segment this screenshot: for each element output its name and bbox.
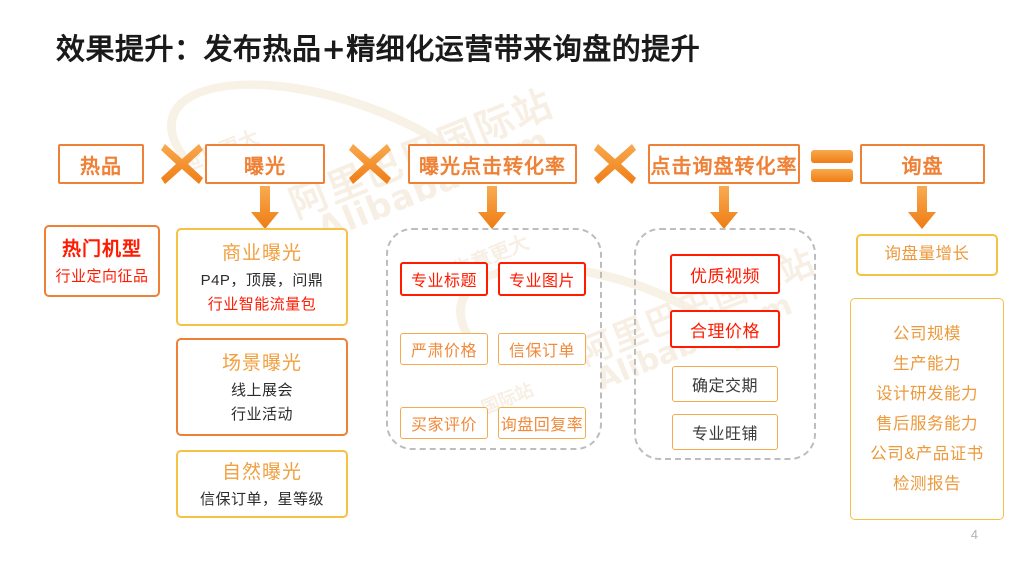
pill-quality-video[interactable]: 优质视频 <box>670 254 780 294</box>
pill-professional-title[interactable]: 专业标题 <box>400 262 488 296</box>
list-item: 公司规模 <box>893 324 961 343</box>
group-click-inquiry-rate <box>634 228 816 460</box>
pill-professional-image[interactable]: 专业图片 <box>498 262 586 296</box>
card-scene-exposure-line-1: 线上展会 <box>230 382 293 400</box>
formula-term-exposure-click-rate[interactable]: 曝光点击转化率 <box>408 144 577 184</box>
card-hot-model-title: 热门机型 <box>61 238 142 260</box>
pill-buyer-review[interactable]: 买家评价 <box>400 407 488 439</box>
formula-row: 热品 曝光 曝光点击转化率 点击询盘转化率 <box>0 144 1024 186</box>
card-natural-exposure-title: 自然曝光 <box>221 461 302 483</box>
multiply-icon-3 <box>590 140 640 188</box>
list-item: 公司&产品证书 <box>870 445 984 464</box>
card-hot-model-line-1: 行业定向征品 <box>55 267 149 285</box>
card-hot-model[interactable]: 热门机型 行业定向征品 <box>44 225 160 297</box>
pill-serious-price[interactable]: 严肃价格 <box>400 333 488 365</box>
list-item: 设计研发能力 <box>876 384 978 403</box>
group-exposure-click-rate <box>386 228 602 450</box>
page-number: 4 <box>970 527 978 542</box>
formula-term-click-inquiry-rate[interactable]: 点击询盘转化率 <box>648 144 800 184</box>
card-commercial-exposure-line-1: P4P，顶展，问鼎 <box>200 272 324 290</box>
card-scene-exposure[interactable]: 场景曝光 线上展会 行业活动 <box>176 338 348 436</box>
card-scene-exposure-title: 场景曝光 <box>221 353 302 375</box>
card-natural-exposure[interactable]: 自然曝光 信保订单，星等级 <box>176 450 348 518</box>
card-scene-exposure-line-2: 行业活动 <box>230 405 293 423</box>
formula-term-inquiry[interactable]: 询盘 <box>860 144 985 184</box>
card-natural-exposure-line-1: 信保订单，星等级 <box>199 490 324 508</box>
list-item: 生产能力 <box>893 354 961 373</box>
down-arrow-inquiry <box>907 186 937 230</box>
equals-icon <box>808 146 858 194</box>
pill-inquiry-reply-rate[interactable]: 询盘回复率 <box>498 407 586 439</box>
card-commercial-exposure-title: 商业曝光 <box>221 243 302 265</box>
card-inquiry-growth[interactable]: 询盘量增长 <box>856 234 998 276</box>
formula-term-exposure[interactable]: 曝光 <box>205 144 325 184</box>
pill-reasonable-price[interactable]: 合理价格 <box>670 310 780 348</box>
down-arrow-exposure <box>250 186 280 230</box>
card-inquiry-growth-label: 询盘量增长 <box>884 245 970 264</box>
list-item: 检测报告 <box>893 475 961 494</box>
list-item: 售后服务能力 <box>876 415 978 433</box>
list-inquiry-capabilities: 公司规模 生产能力 设计研发能力 售后服务能力 公司&产品证书 检测报告 <box>850 298 1004 520</box>
down-arrow-exposure-click-rate <box>477 186 507 230</box>
pill-confirmed-delivery[interactable]: 确定交期 <box>672 366 778 402</box>
pill-trade-assurance-order[interactable]: 信保订单 <box>498 333 586 365</box>
pill-professional-shop[interactable]: 专业旺铺 <box>672 414 778 450</box>
card-commercial-exposure-line-2: 行业智能流量包 <box>207 295 317 313</box>
page-title: 效果提升：发布热品+精细化运营带来询盘的提升 <box>56 32 701 66</box>
down-arrow-click-inquiry-rate <box>709 186 739 230</box>
multiply-icon-2 <box>345 140 395 188</box>
multiply-icon-1 <box>157 140 207 188</box>
formula-term-hot-product[interactable]: 热品 <box>58 144 144 184</box>
card-commercial-exposure[interactable]: 商业曝光 P4P，顶展，问鼎 行业智能流量包 <box>176 228 348 326</box>
